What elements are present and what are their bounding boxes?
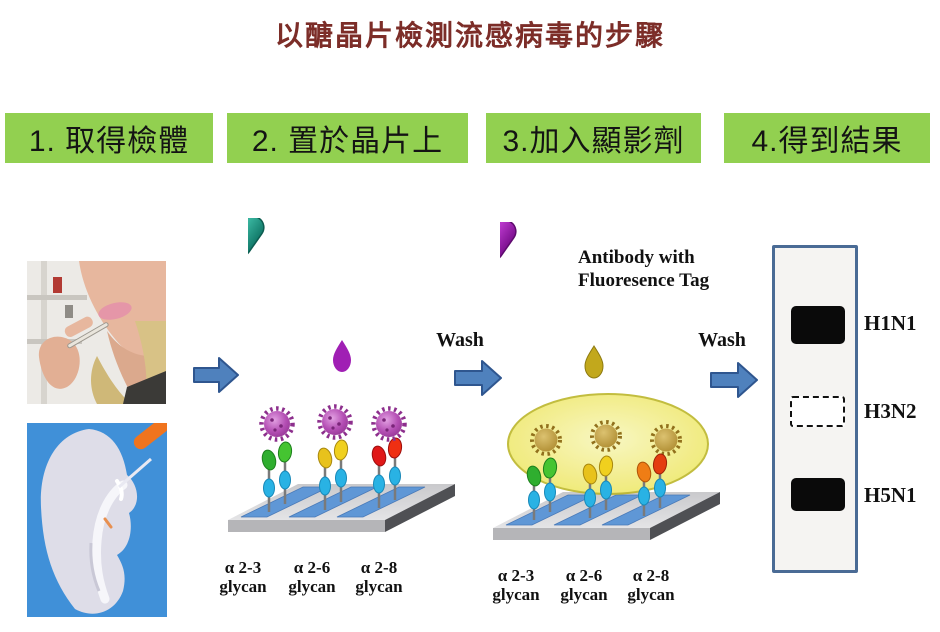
chip-front-face <box>493 528 650 540</box>
antibody-dropper-icon <box>500 222 604 379</box>
glycan-stems-a23 <box>261 441 293 512</box>
glycan-stems-a26 <box>582 455 614 518</box>
wash-label: Wash <box>436 329 484 351</box>
page-title: 以醣晶片檢測流感病毒的步驟 <box>274 20 665 51</box>
step-header-4: 4.得到結果 <box>724 113 930 163</box>
result-band-h1n1 <box>791 306 845 344</box>
band-label-h5n1: H5N1 <box>864 483 917 507</box>
purple-droplet-icon <box>333 340 351 372</box>
virus-icon-tagged <box>530 424 562 456</box>
wash-arrow-icon <box>710 362 758 398</box>
virus-icon <box>317 404 353 440</box>
chip-end-face <box>385 484 455 532</box>
swab-handle <box>133 423 167 450</box>
step-header-1: 1. 取得檢體 <box>5 113 213 163</box>
glycan-label-a23: α 2-3 glycan <box>219 558 267 596</box>
glycan-label-a28: α 2-8 glycan <box>627 566 675 604</box>
glycan-stems-a26 <box>317 439 349 510</box>
chip-end-face <box>650 492 720 540</box>
throat-passage <box>92 480 128 604</box>
mouth-swab-photo <box>27 261 166 404</box>
antibody-annotation: Antibody with Fluoresence Tag <box>578 247 710 291</box>
swab-stick <box>67 322 109 349</box>
wash-arrow-icon <box>454 360 502 396</box>
glycan-stems-a23 <box>526 457 558 520</box>
glycan-label-a28: α 2-8 glycan <box>355 558 403 596</box>
shirt <box>123 371 166 404</box>
band-label-h1n1: H1N1 <box>864 311 917 335</box>
dropper-bulb <box>500 222 517 262</box>
band-label-h3n2: H3N2 <box>864 399 917 423</box>
sample-dropper-icon <box>248 218 351 372</box>
glycan-stems-a28 <box>636 453 668 516</box>
glycan-label-a23: α 2-3 glycan <box>492 566 540 604</box>
glycan-chip <box>228 404 455 532</box>
glycan-label-a26: α 2-6 glycan <box>288 558 336 596</box>
glycan-label-a26: α 2-6 glycan <box>560 566 608 604</box>
nasal-swab-illustration <box>27 423 167 617</box>
yellow-droplet-icon <box>584 345 604 379</box>
chip-front-face <box>228 520 385 532</box>
result-strip <box>772 245 858 573</box>
step-header-2: 2. 置於晶片上 <box>227 113 468 163</box>
result-band-h3n2 <box>790 396 845 427</box>
virus-icon <box>371 406 407 442</box>
lips <box>98 302 132 320</box>
virus-icon-tagged <box>650 424 682 456</box>
result-band-h5n1 <box>791 478 845 511</box>
glycan-stems-a28 <box>371 437 403 508</box>
virus-icon-tagged <box>590 420 622 452</box>
step-header-3: 3.加入顯影劑 <box>486 113 701 163</box>
virus-icon <box>259 406 295 442</box>
flow-arrow-icon <box>193 357 239 393</box>
wash-label: Wash <box>698 329 746 351</box>
swab-wire <box>118 457 152 489</box>
head-profile <box>40 429 138 614</box>
hand <box>38 336 80 389</box>
dropper-bulb <box>248 218 265 258</box>
glycan-chip-fluorescent <box>493 393 720 540</box>
shelf-line <box>41 261 47 404</box>
